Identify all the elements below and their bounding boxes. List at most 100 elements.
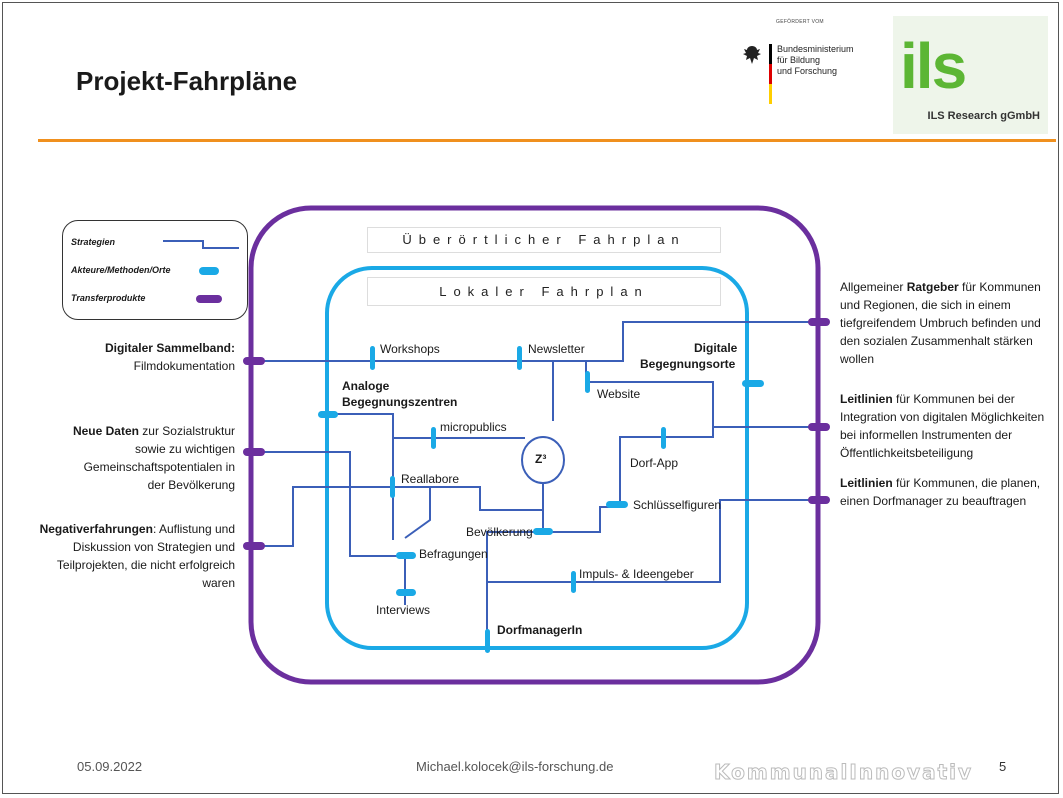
page-number: 5 <box>999 759 1007 774</box>
legend-transfer-label: Transferprodukte <box>71 293 146 303</box>
leit1-line: bei informellen Instrumenten der <box>840 428 1013 442</box>
ratgeber-line: den sozialen Zusammenhalt stärken <box>840 334 1033 348</box>
node-impuls: Impuls- & Ideengeber <box>579 567 694 581</box>
legend-actor-marker <box>199 267 219 275</box>
output-negativerfahrungen: Negativerfahrungen: Auflistung und Disku… <box>40 520 235 592</box>
sammelband-rest: Filmdokumentation <box>133 359 235 373</box>
footer-email: Michael.kolocek@ils-forschung.de <box>416 759 614 774</box>
leit1-bold: Leitlinien <box>840 392 893 406</box>
node-dorfmanager: DorfmanagerIn <box>497 623 583 637</box>
ils-name: ILS Research gGmbH <box>927 110 1040 122</box>
node-dorf-app: Dorf-App <box>630 456 679 470</box>
output-ratgeber: Allgemeiner Ratgeber für Kommunen und Re… <box>840 278 1041 368</box>
marker-website <box>585 371 590 393</box>
node-z3: Z³ <box>535 452 547 466</box>
legend-strategies-label: Strategien <box>71 237 116 247</box>
transfer-markers <box>243 318 830 550</box>
footer-brand: KommunalInnovativ <box>713 760 974 785</box>
node-digitale-1: Digitale <box>694 341 738 355</box>
leit2-bold: Leitlinien <box>840 476 893 490</box>
neue-daten-bold: Neue Daten <box>72 424 139 438</box>
federal-eagle-icon <box>743 46 761 64</box>
actor-markers <box>318 346 764 653</box>
marker-interviews <box>396 589 416 596</box>
node-analoge-1: Analoge <box>342 379 390 393</box>
neue-daten-line: der Bevölkerung <box>147 478 235 492</box>
negativ-line: Diskussion von Strategien und <box>72 540 235 554</box>
marker-workshops <box>370 346 375 370</box>
transfer-neue-daten <box>243 448 265 456</box>
node-micropublics: micropublics <box>440 420 507 434</box>
node-website: Website <box>597 387 641 401</box>
leit2-line: für Kommunen, die planen, <box>892 476 1041 490</box>
z3-circle <box>521 436 565 484</box>
neue-daten-line: Gemeinschaftspotentialen in <box>83 460 235 474</box>
ils-logo-letters: ils <box>900 30 965 102</box>
ratgeber-bold: Ratgeber <box>906 280 959 294</box>
ils-logo-graphic: ils <box>900 30 967 102</box>
ils-logo: ils ILS Research gGmbH <box>893 16 1048 134</box>
transfer-sammelband <box>243 357 265 365</box>
marker-digitale-begegnungsorte <box>742 380 764 387</box>
funder-label: GEFÖRDERT VOM <box>776 19 824 25</box>
transfer-leitlinien-1 <box>808 423 830 431</box>
strategy-lines <box>255 321 818 640</box>
ministry-line: Bundesministerium <box>777 44 854 54</box>
ratgeber-pre: Allgemeiner <box>840 280 907 294</box>
accent-rule <box>38 139 1056 142</box>
node-reallabore: Reallabore <box>401 472 460 486</box>
marker-micropublics <box>431 427 436 449</box>
legend-strategy-line <box>163 240 239 249</box>
ratgeber-line: tiefgreifendem Umbruch befinden und <box>840 316 1041 330</box>
transfer-leitlinien-2 <box>808 496 830 504</box>
ministry-line: für Bildung <box>777 55 821 65</box>
node-analoge-2: Begegnungszentren <box>342 395 458 409</box>
marker-analoge-begegnungszentren <box>318 411 338 418</box>
transfer-negativerfahrungen <box>243 542 265 550</box>
german-flag-bar <box>769 44 772 104</box>
node-befragungen: Befragungen <box>419 547 488 561</box>
negativ-line: : Auflistung und <box>152 522 235 536</box>
marker-dorfmanager <box>485 629 490 653</box>
inner-frame <box>325 266 749 650</box>
leit1-line: Öffentlichkeitsbeteiligung <box>840 446 974 460</box>
negativ-line: Teilprojekten, die nicht erfolgreich <box>56 558 235 572</box>
output-leitlinien-1: Leitlinien für Kommunen bei der Integrat… <box>840 390 1044 462</box>
slide-title: Projekt-Fahrpläne <box>76 66 298 96</box>
leit2-line: einen Dorfmanager zu beauftragen <box>840 494 1027 508</box>
negativ-bold: Negativerfahrungen <box>39 522 153 536</box>
node-workshops: Workshops <box>380 342 440 356</box>
ratgeber-line: wollen <box>840 352 875 366</box>
inner-frame-title: Lokaler Fahrplan <box>367 277 721 306</box>
legend: Strategien Akteure/Methoden/Orte Transfe… <box>62 220 248 320</box>
ratgeber-line: und Regionen, die sich in einem <box>840 298 1011 312</box>
legend-transfer-marker <box>196 295 222 303</box>
marker-dorf-app <box>661 427 666 449</box>
marker-reallabore <box>390 476 395 498</box>
transfer-ratgeber <box>808 318 830 326</box>
legend-actors-label: Akteure/Methoden/Orte <box>71 265 171 275</box>
marker-impuls <box>571 571 576 593</box>
node-bevoelkerung: Bevölkerung <box>466 525 533 539</box>
node-schluesselfiguren: Schlüsselfiguren <box>633 498 722 512</box>
marker-befragungen <box>396 552 416 559</box>
ministry-name: Bundesministerium für Bildung und Forsch… <box>777 44 854 77</box>
ratgeber-line: für Kommunen <box>958 280 1041 294</box>
leit1-line: Integration von digitalen Möglichkeiten <box>840 410 1045 424</box>
neue-daten-line: zur Sozialstruktur <box>138 424 235 438</box>
output-sammelband: Digitaler Sammelband: Filmdokumentation <box>105 339 235 375</box>
marker-bevoelkerung <box>533 528 553 535</box>
output-neue-daten: Neue Daten zur Sozialstruktur sowie zu w… <box>73 422 235 494</box>
output-leitlinien-2: Leitlinien für Kommunen, die planen, ein… <box>840 474 1040 510</box>
negativ-line: waren <box>202 576 235 590</box>
outer-frame-title: Überörtlicher Fahrplan <box>367 227 721 253</box>
leit1-line: für Kommunen bei der <box>892 392 1015 406</box>
sammelband-bold: Digitaler Sammelband: <box>104 341 235 355</box>
marker-newsletter <box>517 346 522 370</box>
marker-schluesselfiguren <box>606 501 628 508</box>
neue-daten-line: sowie zu wichtigen <box>134 442 235 456</box>
node-newsletter: Newsletter <box>528 342 585 356</box>
ministry-line: und Forschung <box>777 66 838 76</box>
